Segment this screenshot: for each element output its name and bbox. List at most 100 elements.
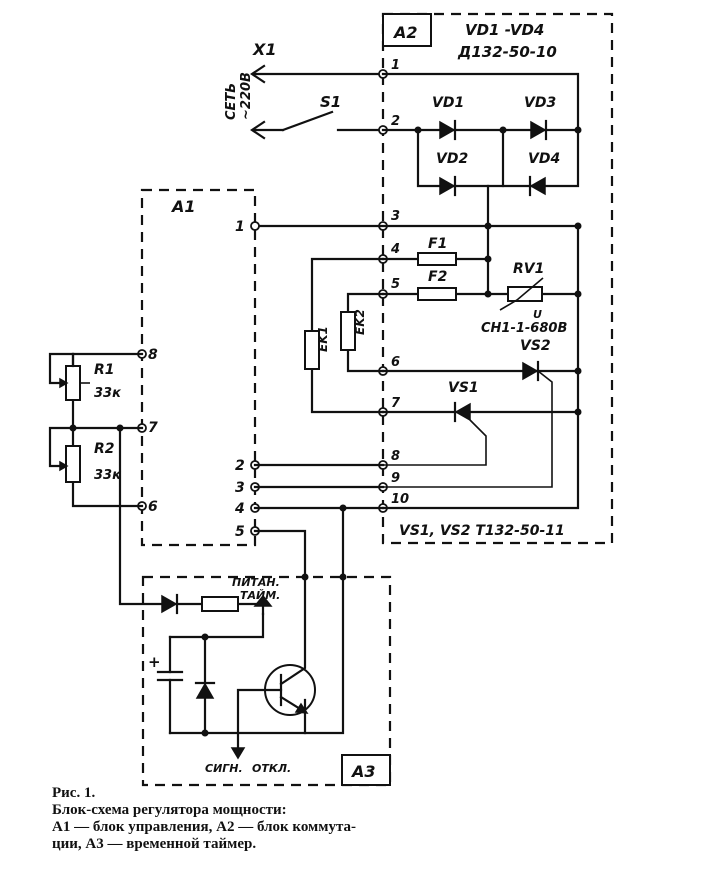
block-a3-boundary [141, 575, 392, 787]
junction-dot [499, 126, 507, 134]
timer-input-diode [161, 593, 179, 615]
a2-pin-8-label: 8 [391, 449, 400, 464]
sign-arrow [230, 747, 246, 760]
block-a2-label-box [382, 13, 432, 47]
thyristor-vs2 [383, 360, 553, 488]
a1-pin-6-label: 6 [148, 499, 158, 515]
junction-dot [484, 222, 492, 230]
ek1-label: EK1 [316, 326, 330, 352]
rv1-type-label: СН1-1-680В [481, 321, 567, 336]
mains-arrow-2 [250, 120, 266, 140]
bus-a1-5-a3 [253, 529, 307, 579]
pit-label-2: ТАЙМ. [240, 589, 280, 602]
mains-label-2: ~220В [239, 72, 254, 120]
diode-vd3 [530, 119, 548, 141]
r1-label: R1 [94, 362, 115, 378]
a2-pin-7-label: 7 [391, 396, 401, 411]
junction-dot [484, 255, 492, 263]
s1-switch-blade [281, 110, 334, 132]
figure-caption: Рис. 1. Блок-схема регулятора мощности: … [52, 785, 512, 853]
x1-label: X1 [252, 40, 276, 59]
f2-label: F2 [428, 269, 447, 285]
diode-vd2 [439, 175, 457, 197]
a1-pin-1-label: 1 [235, 219, 245, 235]
pin3-bus [253, 224, 580, 510]
caption-title: Рис. 1. [52, 785, 96, 801]
junction-dot [574, 290, 582, 298]
timer-rail-top [168, 612, 265, 639]
caption-line-3: ции, А3 — временной таймер. [52, 836, 257, 852]
mains-label-1: СЕТЬ [224, 83, 239, 120]
a2-pin-4-label: 4 [390, 242, 400, 257]
r1-value-label: 33к [94, 386, 122, 401]
diode-vd4 [528, 175, 546, 197]
block-a3-label: A3 [350, 762, 376, 781]
a1-pin-1 [250, 221, 260, 231]
caption-line-2: А1 — блок управления, А2 — блок коммута- [52, 819, 357, 835]
a2-pin-5-label: 5 [391, 277, 400, 292]
capacitor-plus-label: + [148, 653, 161, 671]
varistor-rv1-slash [499, 277, 544, 311]
vd-type-label: Д132-50-10 [457, 43, 557, 61]
r2-value-label: 33к [94, 468, 122, 483]
vd3-label: VD3 [524, 95, 556, 111]
a1-pin-3-label: 3 [235, 480, 245, 496]
transistor [236, 575, 316, 750]
vd-range-label: VD1 -VD4 [465, 21, 544, 39]
block-a1-label: A1 [170, 197, 196, 216]
s1-label: S1 [320, 93, 341, 111]
a2-pin-6-label: 6 [391, 355, 400, 370]
vd1-label: VD1 [432, 95, 464, 111]
caption-line-1: Блок-схема регулятора мощности: [52, 802, 287, 818]
f1-label: F1 [428, 236, 447, 252]
a2-pin-3-label: 3 [391, 209, 400, 224]
diode-vd1 [439, 119, 457, 141]
mains-arrow-1 [250, 64, 266, 84]
junction-dot [201, 729, 209, 737]
junction-dot [574, 222, 582, 230]
a1-pin-4-label: 4 [234, 501, 245, 517]
timer-ground-link [303, 575, 345, 735]
potentiometer-r2 [48, 426, 81, 483]
sign-label: СИГН. [205, 762, 243, 775]
junction-dot [574, 126, 582, 134]
vs-type-label: VS1, VS2 Т132-50-11 [399, 523, 565, 539]
junction-dot [414, 126, 422, 134]
potentiometer-r1 [48, 352, 90, 401]
vd4-label: VD4 [528, 151, 560, 167]
rv1-u-label: U [533, 308, 542, 321]
a2-pin-2-label: 2 [391, 114, 400, 129]
vs1-label: VS1 [448, 380, 479, 396]
vs2-label: VS2 [520, 338, 551, 354]
block-a2-label: A2 [392, 23, 418, 42]
a1-pin-5-label: 5 [235, 524, 245, 540]
ek2-label: EK2 [353, 309, 367, 335]
zener-diode [194, 681, 216, 699]
pit-label-1: ПИТАН. [232, 576, 280, 589]
otkl-label: ОТКЛ. [252, 762, 291, 775]
fuse-f1 [417, 252, 457, 266]
thyristor-vs1 [383, 401, 487, 466]
a1-pin-8-label: 8 [148, 347, 158, 363]
a1-pin-7-label: 7 [148, 420, 158, 436]
fuse-f2 [417, 287, 457, 301]
junction-dot [339, 504, 347, 512]
a2-pin-10-label: 10 [391, 492, 409, 507]
heater-ek2 [340, 311, 356, 351]
a2-pins [378, 69, 388, 513]
junction-dot [484, 290, 492, 298]
rv1-label: RV1 [513, 261, 544, 277]
a2-pin-9-label: 9 [391, 471, 400, 486]
vd2-label: VD2 [436, 151, 468, 167]
r2-label: R2 [94, 441, 115, 457]
bridge-bottom-rail [416, 128, 580, 188]
heater-ek1 [304, 330, 320, 370]
a1-pin-2-label: 2 [235, 458, 245, 474]
timer-supply-wire [118, 426, 164, 606]
block-a3-label-box [341, 754, 391, 786]
pit-arrow [253, 594, 273, 607]
a2-pin-1-label: 1 [391, 58, 400, 73]
pin1-to-bridge-wire [381, 72, 580, 132]
timer-input-resistor [201, 596, 239, 612]
